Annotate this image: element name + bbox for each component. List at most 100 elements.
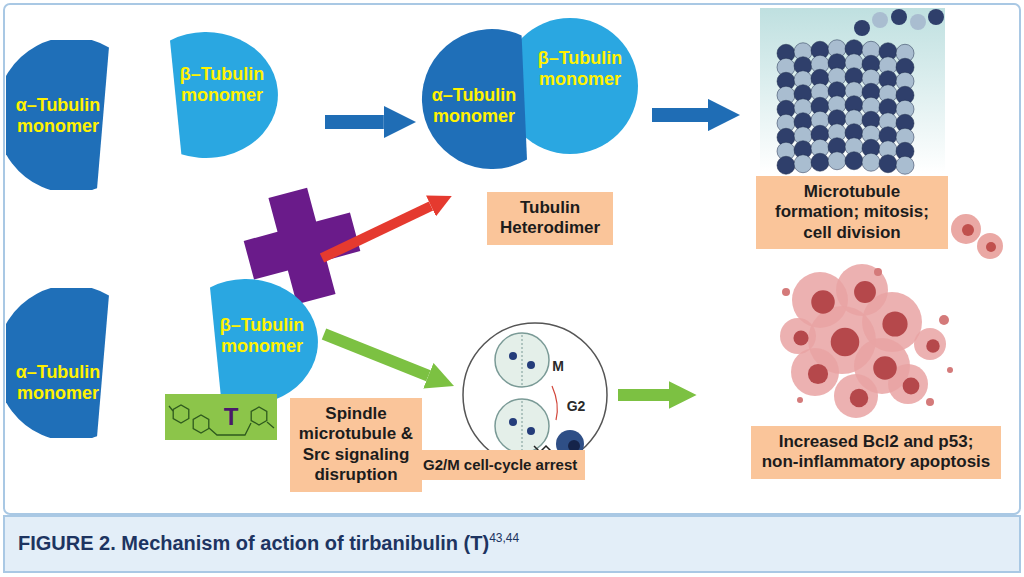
monomer-label: β–Tubulin monomer [174,64,270,105]
tubulin-bead [862,153,880,171]
tubulin-bead [794,155,812,173]
caption-line: FIGURE 2. Mechanism of action of tirbani… [18,531,519,555]
drug-box-fill [165,394,277,440]
chromosome-dot [509,352,517,360]
condensed-nucleus [926,339,939,352]
monomer-shape [6,288,109,438]
drug-letter: T [224,403,239,431]
monomer-shape [422,29,527,169]
monomer-label: β–Tubulin monomer [214,315,310,356]
phase-label: M [552,358,564,374]
process-box: Microtubule formation; mitosis; cell div… [756,176,948,249]
cell-fragment [947,367,953,373]
tubulin-bead [811,153,829,171]
tubulin-heterodimer: α–Tubulin monomerβ–Tubulin monomer [420,14,640,169]
cell-nucleus [986,242,996,252]
molecule-ring [173,405,189,423]
caption-band [4,516,1020,572]
tubulin-bead [872,12,888,28]
molecule-bond [169,406,274,428]
condensed-nucleus [793,330,808,345]
flow-arrow [324,334,428,376]
tubulin-bead [928,9,944,25]
cell-fragment [874,268,882,276]
monomer-shape [6,40,109,190]
condensed-nucleus [811,290,835,314]
phase-label: G2 [567,398,586,414]
block-arrow [322,206,431,258]
apoptosis-illustration [780,264,953,418]
tubulin-bead [891,9,907,25]
molecule-ring [193,415,209,433]
tubulin-bead [896,156,914,174]
alpha-monomer: α–Tubulin monomer [6,40,151,190]
microtubule-ground [760,8,945,173]
node-outline [460,320,610,470]
cycle-arrow [552,386,557,420]
cell-fragment [797,397,803,403]
beta-monomer: β–Tubulin monomer [158,272,318,412]
box-text: Increased Bcl2 and p53; non-inflammatory… [759,432,993,473]
monomer-label: α–Tubulin monomer [10,362,106,403]
beta-monomer: β–Tubulin monomer [118,25,278,165]
apoptotic-body [791,348,839,396]
condensed-nucleus [850,389,868,407]
cell-body [495,333,549,387]
process-box: Tubulin Heterodimer [487,192,613,245]
reference-superscript: 43,44 [489,531,519,545]
monomer-label: β–Tubulin monomer [532,48,628,89]
cycle-ring [463,323,607,467]
figure-caption: FIGURE 2. Mechanism of action of tirbani… [18,532,489,554]
node-outline [165,394,277,440]
tubulin-bead [777,156,795,174]
monomer-shape [210,279,318,405]
box-text: Microtubule formation; mitosis; cell div… [764,182,940,243]
cell-fragment [939,315,949,325]
condensed-nucleus [873,356,897,380]
process-box: G2/M cell-cycle arrest [415,450,585,480]
process-box: Spindle microtubule & Src signaling disr… [290,398,422,492]
apoptotic-body [914,328,946,360]
apoptotic-body [780,318,816,354]
apoptotic-body [834,374,878,418]
cell-fragment [926,398,934,406]
flow-arrow [325,115,384,129]
figure-frame [4,4,1020,514]
cell-body [951,214,981,244]
spindle-line [522,401,523,451]
tubulin-bead [910,14,926,30]
chromosome-dot [509,418,517,426]
cell-body [977,233,1003,259]
condensed-nucleus [808,364,828,384]
tubulin-bead [879,155,897,173]
spindle-line [522,335,523,385]
tubulin-bead [854,20,870,36]
tubulin-bead [845,152,863,170]
process-box: Increased Bcl2 and p53; non-inflammatory… [751,426,1001,479]
cell-body [495,399,549,453]
molecule-ring [251,407,267,425]
monomer-label: α–Tubulin monomer [426,85,522,126]
cell-nucleus [962,224,974,236]
box-text: Tubulin Heterodimer [495,198,605,239]
box-text: G2/M cell-cycle arrest [423,456,577,474]
alpha-monomer: α–Tubulin monomer [6,288,151,438]
cell-cycle-circle: M G2 [460,320,610,470]
microtubule-illustration [777,9,944,174]
dividing-cell [951,214,1003,259]
drug-molecule-box: T [165,394,277,440]
condensed-nucleus [831,328,860,357]
flow-arrow [618,389,669,401]
flow-arrow [652,108,708,122]
chromosome-dot [527,361,535,369]
condensed-nucleus [854,281,876,303]
chromosome-dot [527,427,535,435]
condensed-nucleus [903,378,920,395]
tubulin-bead [828,152,846,170]
box-text: Spindle microtubule & Src signaling disr… [298,404,414,486]
condensed-nucleus [882,311,907,336]
monomer-label: α–Tubulin monomer [10,95,106,136]
cell-fragment [782,288,790,296]
